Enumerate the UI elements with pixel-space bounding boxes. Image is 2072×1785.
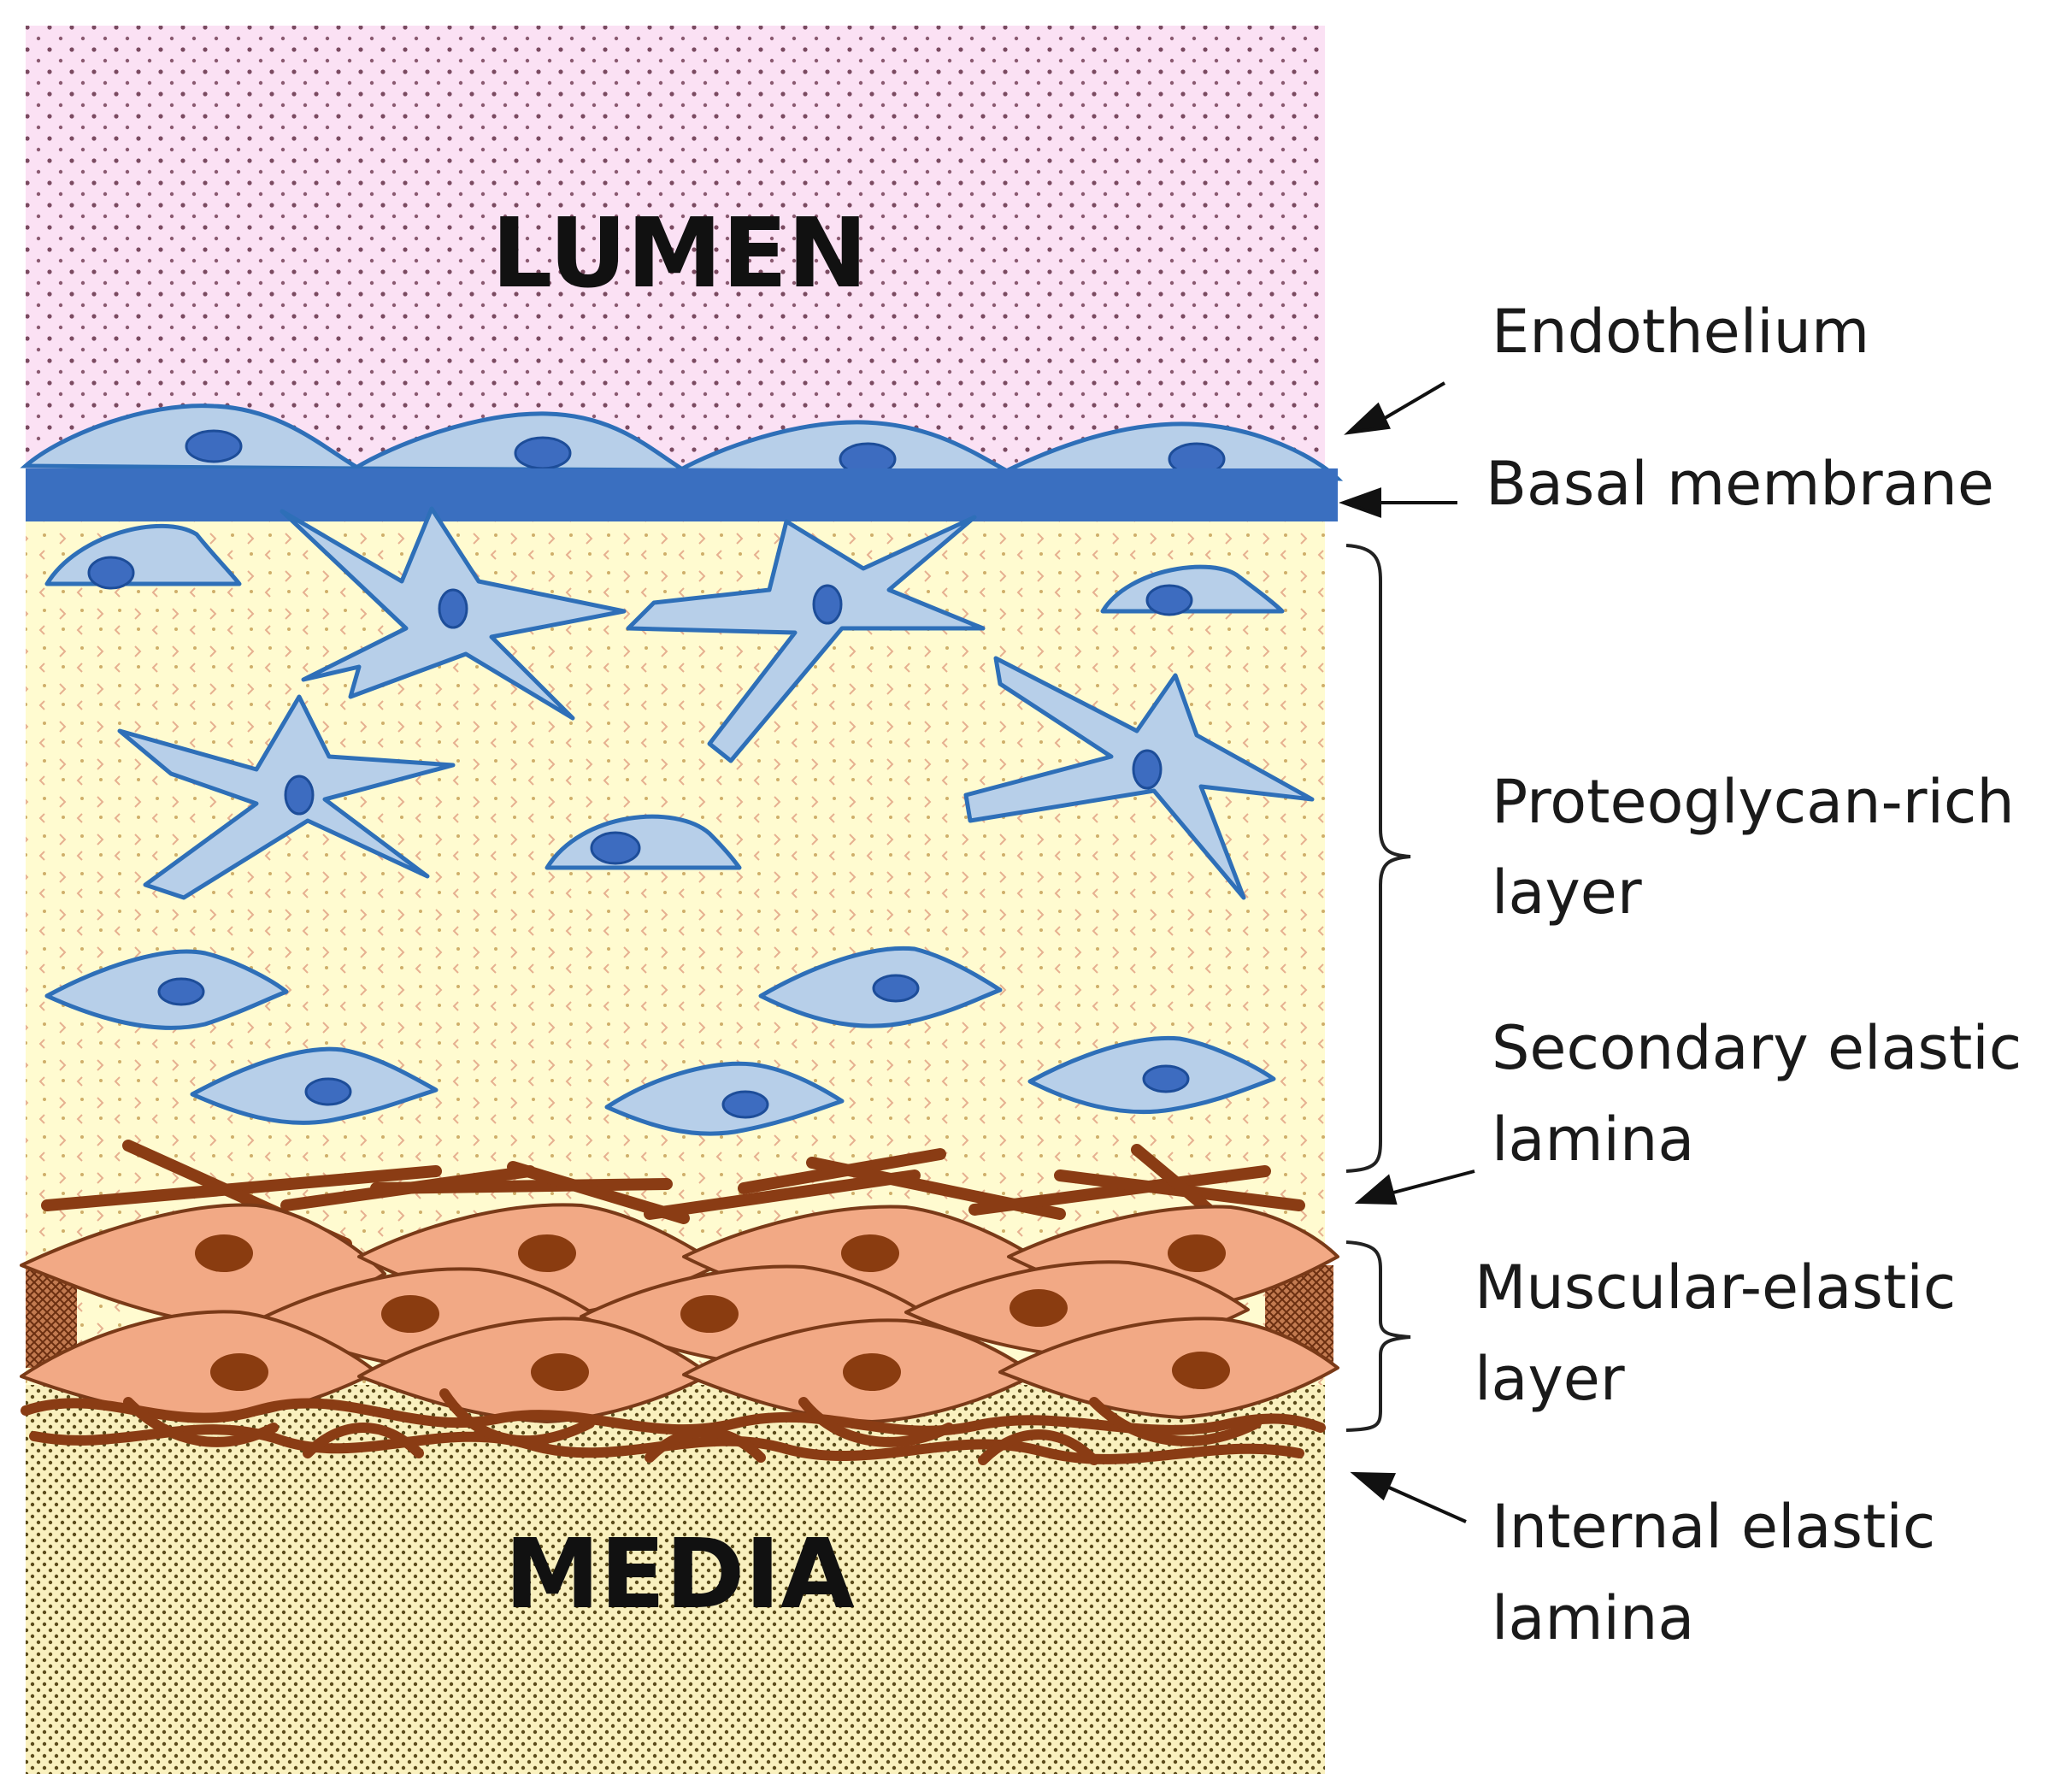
- media-label: MEDIA: [504, 1519, 855, 1630]
- secondary-elastic-lamina: [41, 1140, 1305, 1250]
- label-internal-line1: Internal elastic: [1492, 1492, 1935, 1562]
- muscular-elastic-layer: [20, 1203, 1339, 1423]
- smc-nucleus: [1172, 1352, 1230, 1389]
- stellate-cell: [626, 515, 986, 763]
- smooth-muscle-cell: [998, 1317, 1339, 1419]
- smc-nucleus: [841, 1234, 899, 1272]
- smc-nucleus: [531, 1353, 589, 1391]
- smc-nucleus: [195, 1234, 253, 1272]
- bracket-proteoglycan: [1345, 544, 1411, 1173]
- bracket-muscular: [1345, 1240, 1411, 1432]
- nucleus: [1145, 584, 1193, 616]
- nucleus: [157, 977, 205, 1006]
- nucleus: [721, 1090, 769, 1119]
- lumen-region: [26, 26, 1325, 470]
- smc-nucleus: [680, 1295, 739, 1333]
- nucleus: [87, 556, 135, 590]
- lumen-label: LUMEN: [492, 198, 868, 309]
- arrow-endothelium: [1374, 381, 1446, 425]
- arrow-secondary-lamina: [1392, 1169, 1475, 1194]
- intima-nuclei: [87, 556, 1193, 1119]
- endothelium-nuclei: [185, 429, 1226, 476]
- nucleus: [1142, 1064, 1190, 1093]
- smc-nucleus: [1168, 1234, 1226, 1272]
- basal-membrane: [26, 468, 1338, 521]
- smc-nucleus: [843, 1353, 901, 1391]
- label-muscular-line1: Muscular-elastic: [1475, 1252, 1956, 1323]
- nucleus: [872, 974, 920, 1003]
- nucleus: [812, 584, 843, 625]
- endothelial-cell: [671, 420, 1010, 474]
- label-secondary-line1: Secondary elastic: [1492, 1013, 2022, 1083]
- arrow-internal-lamina: [1388, 1486, 1467, 1523]
- smc-nucleus: [210, 1353, 268, 1391]
- smc-nucleus: [381, 1295, 439, 1333]
- label-secondary-line2: lamina: [1492, 1105, 1694, 1175]
- nucleus: [185, 429, 243, 463]
- label-endothelium: Endothelium: [1492, 297, 1869, 367]
- label-muscular-line2: layer: [1475, 1344, 1625, 1414]
- nucleus: [438, 588, 468, 629]
- endothelial-cell: [347, 411, 692, 473]
- nucleus: [1132, 749, 1163, 790]
- endothelial-cell: [1003, 421, 1344, 481]
- nucleus: [514, 436, 572, 470]
- nucleus: [590, 831, 641, 865]
- smc-nucleus: [1010, 1289, 1068, 1327]
- nucleus: [304, 1077, 352, 1106]
- brackets: [1345, 544, 1411, 1432]
- pointer-arrows: [1339, 381, 1475, 1523]
- label-internal-line2: lamina: [1492, 1583, 1694, 1653]
- smc-nucleus: [518, 1234, 576, 1272]
- nucleus: [284, 775, 315, 816]
- label-proteoglycan-line2: layer: [1492, 857, 1642, 928]
- label-proteoglycan-line1: Proteoglycan-rich: [1492, 767, 2015, 837]
- internal-elastic-lamina: [21, 1388, 1326, 1465]
- label-basal-membrane: Basal membrane: [1486, 449, 1994, 519]
